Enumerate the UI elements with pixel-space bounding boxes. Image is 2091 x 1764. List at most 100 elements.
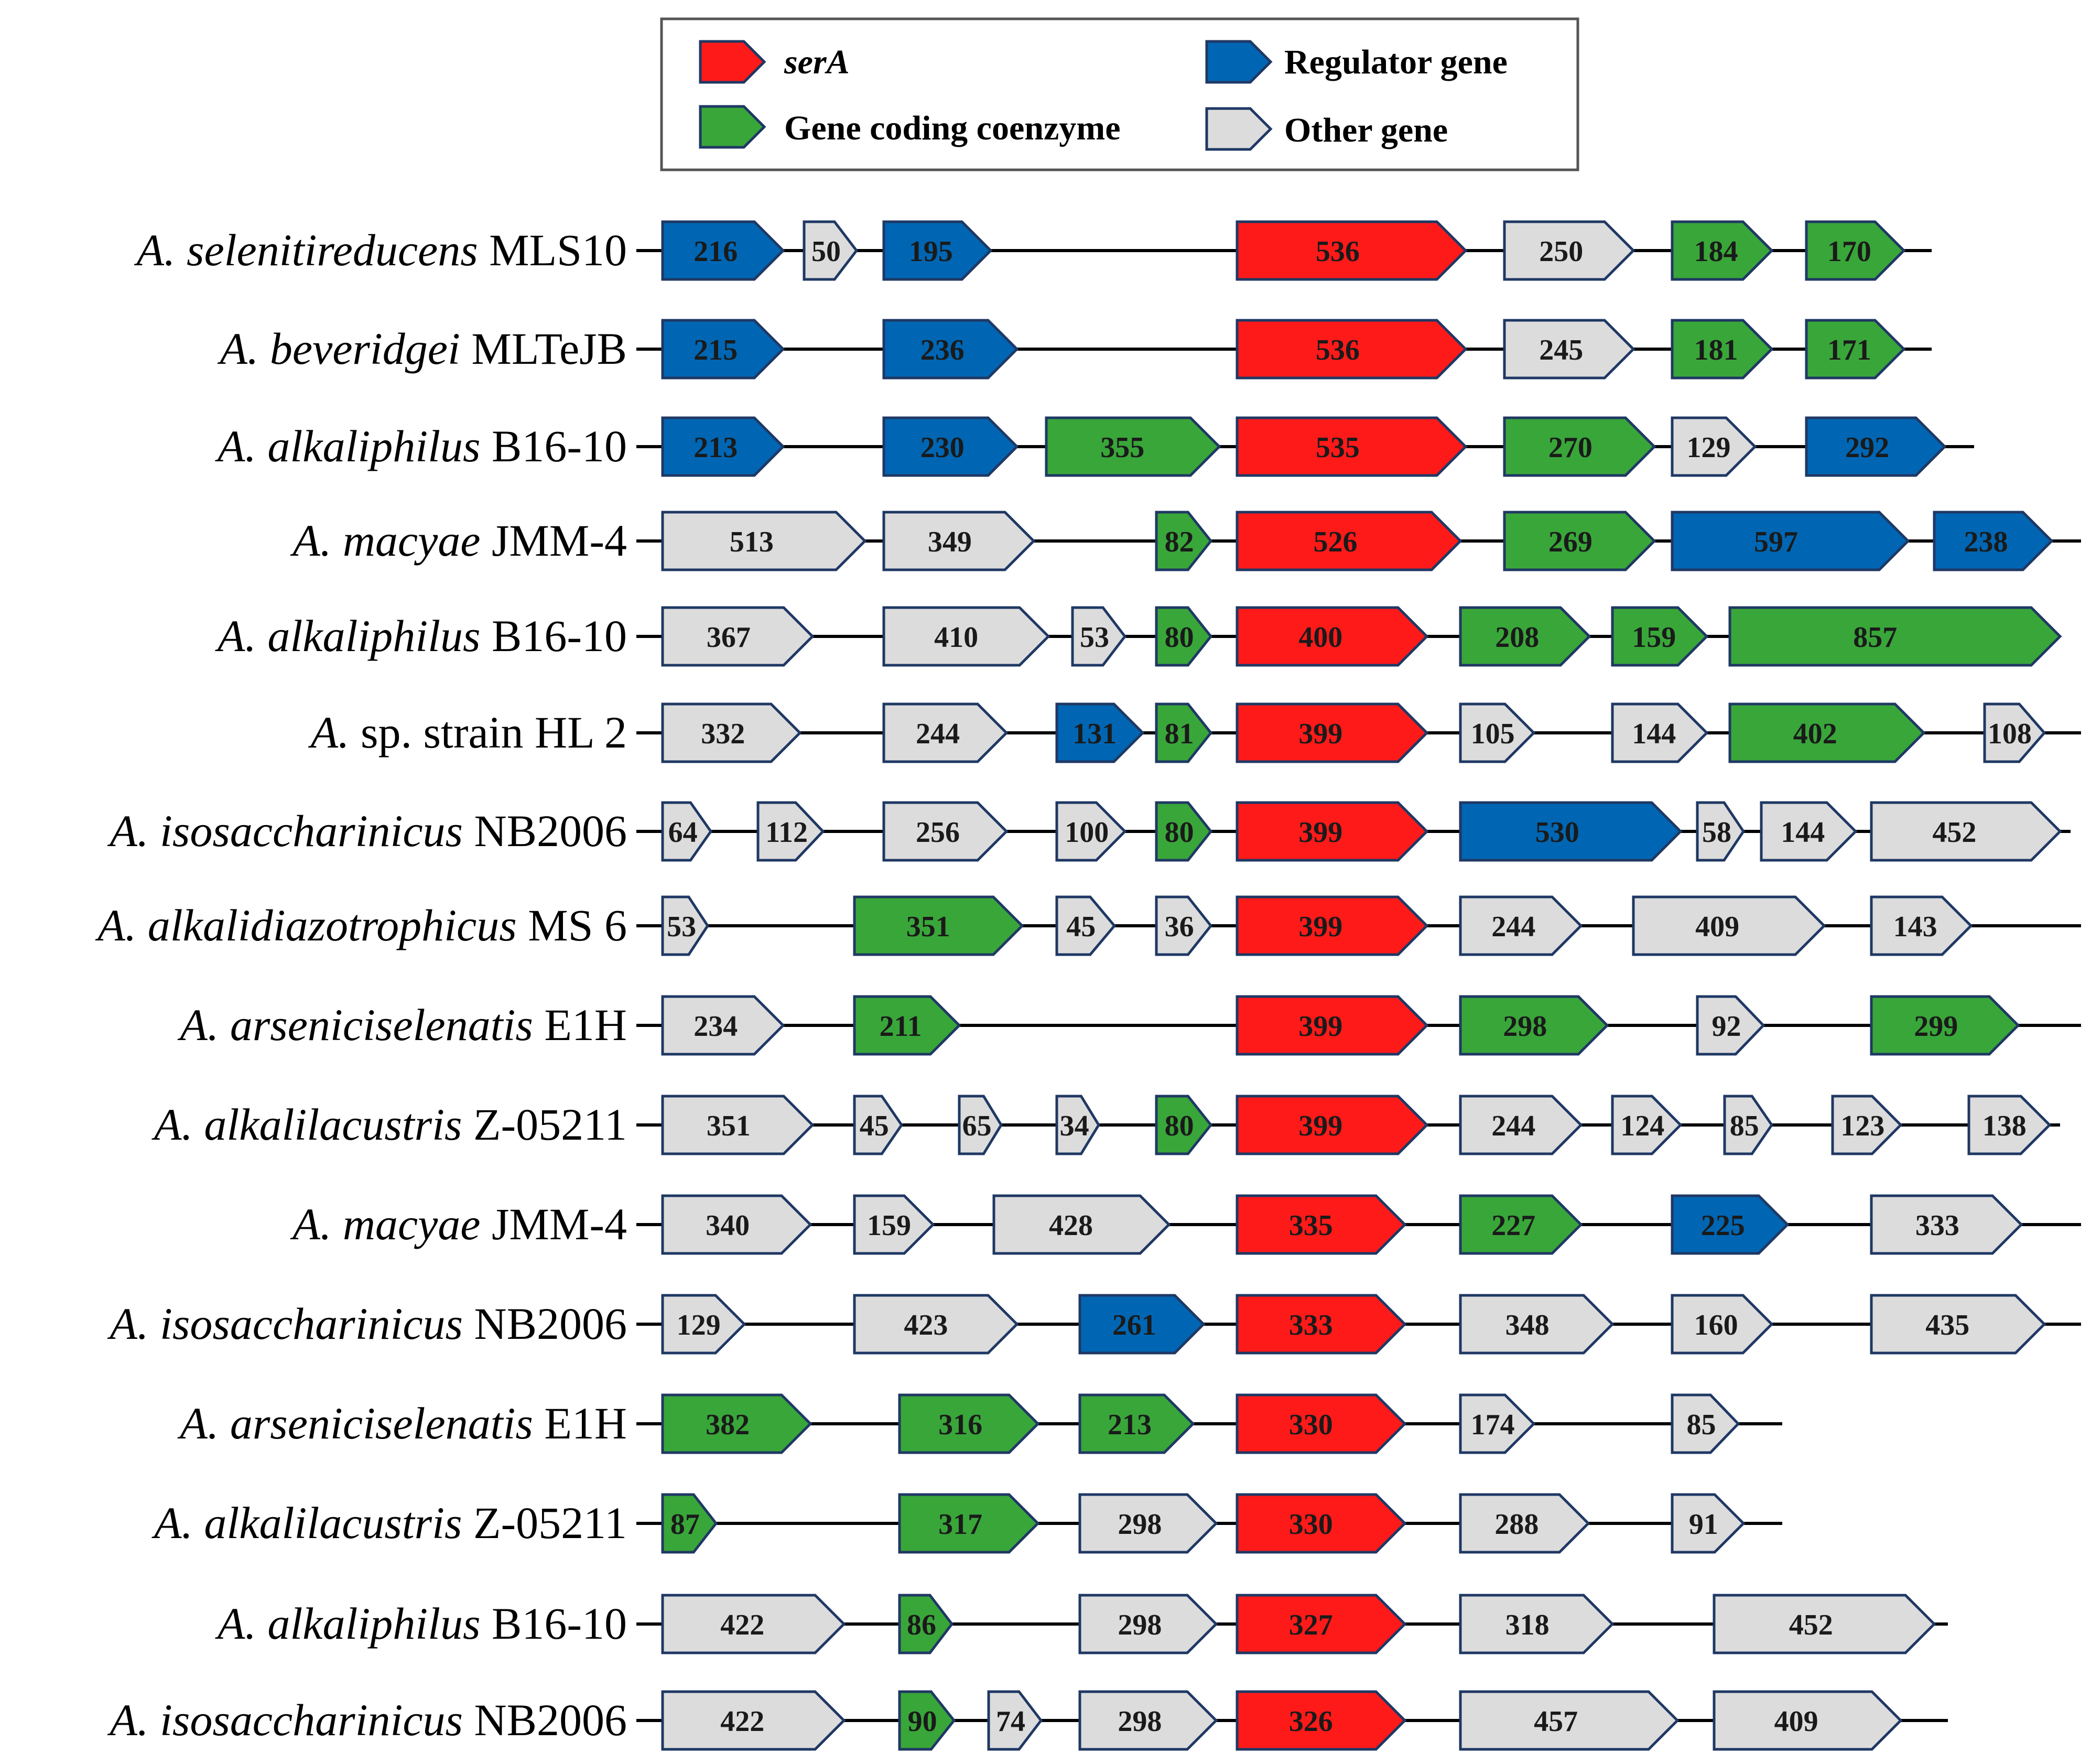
gene-arrow-other — [1831, 1095, 1903, 1155]
gene-arrow-other — [1611, 702, 1709, 763]
gene-arrow-serA — [1236, 801, 1429, 862]
gene-length-label: 91 — [1689, 1508, 1718, 1541]
gene-arrow-other — [661, 606, 815, 667]
gene-length-label: 399 — [1298, 816, 1342, 849]
organism-genus: A. — [151, 1498, 204, 1548]
gene-length-label: 195 — [909, 235, 953, 268]
gene-length-label: 536 — [1316, 235, 1360, 268]
gene-length-label: 245 — [1539, 334, 1583, 366]
gene-arrow-coenzyme — [1155, 1095, 1213, 1155]
gene-length-label: 410 — [934, 621, 978, 654]
gene-arrow-coenzyme — [1155, 511, 1213, 571]
gene-length-label: 351 — [906, 911, 950, 943]
gene-arrow-coenzyme — [1459, 606, 1591, 667]
legend-label-other: Other gene — [1284, 111, 1448, 149]
organism-strain: E1H — [544, 1000, 627, 1050]
organism-species: arseniciselenatis — [230, 1398, 545, 1448]
gene-arrow-regulator — [661, 220, 785, 281]
gene-length-label: 298 — [1118, 1508, 1162, 1541]
gene-length-label: 171 — [1827, 334, 1871, 366]
gene-arrow-regulator — [1933, 511, 2054, 571]
gene-arrow-other — [958, 1095, 1003, 1155]
gene-arrow-coenzyme — [1459, 995, 1609, 1056]
gene-length-label: 108 — [1988, 718, 2032, 750]
organism-strain: B16-10 — [492, 421, 627, 471]
gene-length-label: 53 — [667, 911, 696, 943]
organism-genus: A. — [107, 1298, 160, 1349]
organism-species: isosaccharinicus — [160, 1695, 474, 1745]
gene-arrow-other — [1870, 801, 2062, 862]
gene-length-label: 124 — [1620, 1110, 1664, 1142]
organism-label: A. isosaccharinicus NB2006 — [107, 1695, 627, 1745]
gene-arrow-other — [1055, 801, 1127, 862]
organism-label: A. alkalilacustris Z-05211 — [151, 1498, 627, 1548]
legend-swatch-coenzyme — [699, 105, 766, 149]
gene-length-label: 597 — [1754, 526, 1798, 558]
gene-length-label: 409 — [1695, 911, 1739, 943]
gene-length-label: 292 — [1845, 431, 1889, 464]
gene-length-label: 330 — [1289, 1508, 1333, 1541]
gene-arrow-coenzyme — [1671, 220, 1774, 281]
gene-length-label: 513 — [730, 526, 774, 558]
gene-length-label: 298 — [1118, 1705, 1162, 1738]
legend-label-regulator: Regulator gene — [1284, 43, 1508, 81]
gene-length-label: 326 — [1289, 1705, 1333, 1738]
gene-length-label: 244 — [916, 718, 960, 750]
organism-genus: A. — [215, 611, 268, 661]
gene-arrow-serA — [1236, 995, 1429, 1056]
legend-label-serA: serA — [784, 43, 850, 81]
organism-genus: A. — [217, 323, 270, 374]
organism-species: beveridgei — [270, 323, 471, 374]
gene-arrow-coenzyme — [898, 1393, 1040, 1454]
gene-length-label: 299 — [1914, 1010, 1958, 1043]
gene-arrow-regulator — [1078, 1294, 1206, 1355]
gene-length-label: 244 — [1491, 1110, 1535, 1142]
gene-arrow-other — [756, 801, 825, 862]
organism-strain: MLTeJB — [471, 323, 627, 374]
gene-arrow-other — [661, 895, 709, 956]
gene-arrow-serA — [1236, 1594, 1407, 1654]
gene-arrow-other — [882, 606, 1050, 667]
gene-arrow-other — [1459, 1095, 1583, 1155]
gene-arrow-other — [1870, 895, 1973, 956]
gene-length-label: 208 — [1495, 621, 1539, 654]
gene-arrow-other — [661, 1294, 746, 1355]
gene-arrow-serA — [1236, 1690, 1407, 1751]
gene-arrow-other — [661, 702, 802, 763]
gene-length-label: 74 — [996, 1705, 1025, 1738]
gene-arrow-coenzyme — [853, 995, 961, 1056]
organism-label: A. alkaliphilus B16-10 — [215, 421, 627, 471]
gene-length-label: 144 — [1781, 816, 1825, 849]
organism-label: A. macyae JMM-4 — [290, 1199, 627, 1249]
organism-label: A. arseniciselenatis E1H — [177, 1398, 627, 1448]
gene-arrow-coenzyme — [1728, 606, 2062, 667]
organism-genus: A. — [151, 1099, 204, 1150]
gene-length-label: 50 — [811, 235, 841, 268]
organism-label: A. isosaccharinicus NB2006 — [107, 1298, 627, 1349]
gene-arrow-other — [1713, 1594, 1936, 1654]
organism-label: A. alkalilacustris Z-05211 — [151, 1099, 627, 1150]
gene-length-label: 382 — [706, 1409, 750, 1441]
gene-length-label: 422 — [720, 1705, 764, 1738]
gene-arrow-other — [1071, 606, 1127, 667]
gene-arrow-other — [661, 1194, 812, 1255]
gene-length-label: 65 — [962, 1110, 992, 1142]
organism-genus: A. — [134, 225, 187, 275]
gene-arrow-other — [1459, 1493, 1590, 1554]
organism-label: A. beveridgei MLTeJB — [217, 323, 627, 374]
gene-length-label: 318 — [1505, 1609, 1550, 1641]
gene-arrow-serA — [1236, 319, 1468, 380]
gene-arrow-other — [1459, 1594, 1615, 1654]
gene-length-label: 536 — [1316, 334, 1360, 366]
organism-species: alkalilacustris — [204, 1099, 473, 1150]
gene-length-label: 100 — [1065, 816, 1109, 849]
organism-species: arseniciselenatis — [230, 1000, 545, 1050]
gene-arrow-coenzyme — [1078, 1393, 1195, 1454]
organism-species: alkalilacustris — [204, 1498, 473, 1548]
organism-genus: A. — [177, 1000, 230, 1050]
gene-length-label: 45 — [1066, 911, 1096, 943]
organism-strain: JMM-4 — [492, 1199, 627, 1249]
gene-arrow-other — [1723, 1095, 1774, 1155]
